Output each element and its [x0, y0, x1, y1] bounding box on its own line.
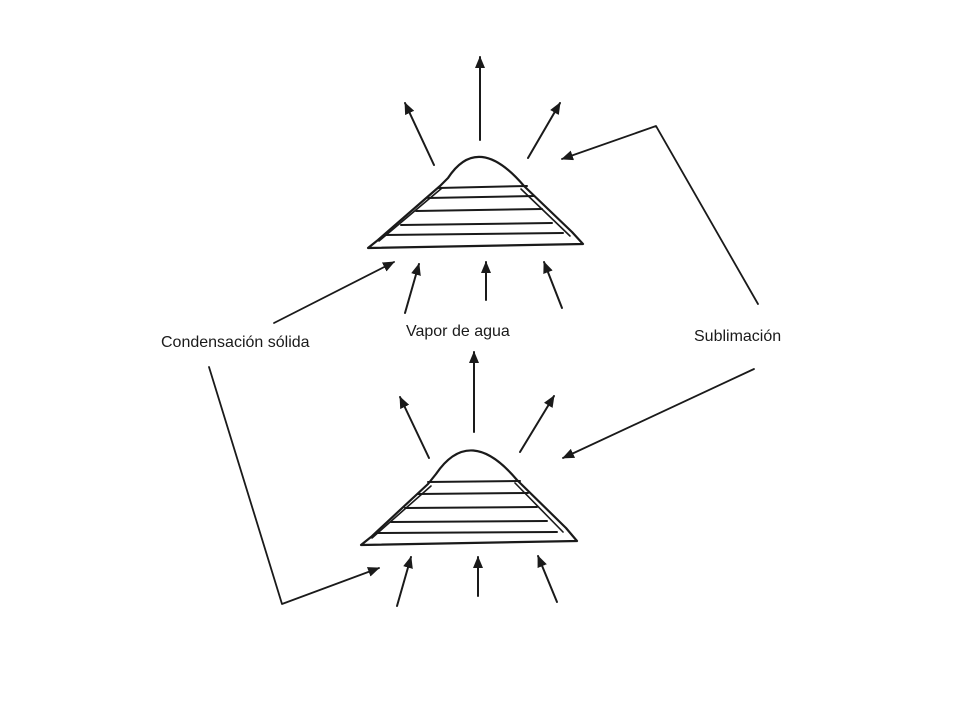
crystal-top-inner-left [378, 187, 443, 242]
leader-sublimation-bottom [562, 368, 755, 459]
crystal-bottom-layer [427, 480, 521, 483]
leader-condensation-top [273, 261, 395, 324]
leader-sublimation [561, 125, 759, 459]
leader-sublimation-top [561, 125, 759, 305]
crystal-top-layer [384, 232, 564, 236]
arrow-vapor-out [527, 102, 561, 159]
label-condensation: Condensación sólida [161, 334, 310, 351]
label-sublimation: Sublimación [694, 328, 781, 345]
arrow-vapor-in [543, 261, 563, 309]
crystal-top-layer [400, 222, 553, 226]
arrow-vapor-out [399, 396, 430, 459]
crystal-top-layer [437, 185, 528, 189]
crystal-bottom-layer [390, 520, 548, 523]
arrow-vapor-out [404, 102, 435, 166]
arrow-vapor-out [519, 395, 555, 453]
crystal-bottom-layer [404, 506, 538, 509]
crystal-bottom-layer [376, 531, 558, 534]
label-vapor: Vapor de agua [406, 323, 510, 340]
crystal-top-layer [427, 195, 535, 199]
arrow-vapor-in [537, 555, 558, 603]
arrow-vapor-in [404, 263, 421, 314]
ice-crystal-bottom [359, 449, 579, 547]
crystal-bottom-outline [359, 449, 579, 547]
crystal-bottom-layer [417, 492, 529, 495]
leader-condensation [208, 261, 395, 605]
arrows-top-out [404, 56, 561, 166]
arrows-top-in [404, 261, 563, 314]
crystal-bottom-inner-right [514, 482, 564, 533]
ice-crystal-top [366, 155, 585, 250]
arrows-bottom-out [399, 351, 555, 459]
leader-condensation-bottom [208, 366, 380, 605]
arrows-bottom-in [396, 555, 558, 607]
crystal-top-layer [415, 208, 543, 212]
arrow-vapor-in [396, 556, 413, 607]
